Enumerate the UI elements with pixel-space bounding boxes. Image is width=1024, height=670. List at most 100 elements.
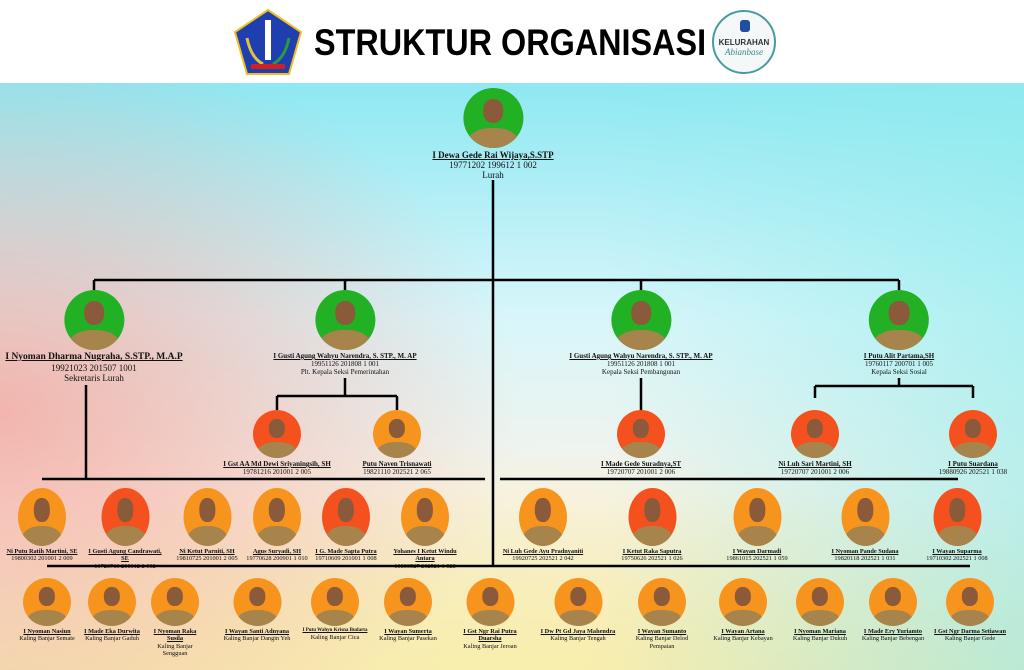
person-photo <box>933 488 981 546</box>
person-nip: 19810725 201001 2 005 <box>176 555 238 563</box>
person-photo <box>253 410 301 458</box>
person-photo <box>63 290 124 350</box>
person-nip: 19770628 200901 1 010 <box>246 555 308 563</box>
person-photo <box>869 578 917 626</box>
person-name: I Gst Ngr Rai Putra Duarsha <box>463 628 517 643</box>
person-photo <box>554 578 602 626</box>
person-name: I Wayan Artana <box>721 628 765 635</box>
person-role: Kaling Banjar Gede <box>944 635 996 643</box>
person-photo <box>628 488 676 546</box>
person-photo <box>23 578 71 626</box>
person-name: I Made Gede Suradnya,ST <box>600 460 682 468</box>
person-nip: 19720707 201001 2 006 <box>606 468 676 476</box>
person-name: Ni Putu Ratih Martini, SE <box>6 548 78 555</box>
person-photo <box>946 578 994 626</box>
person-role: Kaling Banjar Delod Pempatan <box>635 635 689 650</box>
person-photo <box>373 410 421 458</box>
person-name: I Putu Suardana <box>948 460 998 468</box>
person-photo <box>466 578 514 626</box>
person-name: I Gusti Agung Wahyu Narendra, S. STP., M… <box>569 352 713 360</box>
person-photo <box>151 578 199 626</box>
person-nip: 19821110 202521 2 065 <box>363 468 431 476</box>
person-nip: 19760117 200701 1 005 <box>864 360 933 368</box>
person-role: Kaling Banjar Cica <box>310 634 360 641</box>
person-nip: 19750626 202521 1 026 <box>621 555 683 563</box>
person-photo <box>315 290 375 350</box>
person-role: Kaling Banjar Gaduh <box>85 635 139 643</box>
person-photo <box>611 290 671 350</box>
person-nip: 19920725 202521 2 042 <box>512 555 574 563</box>
person-name: Ni Luh Sari Martini, SH <box>778 460 852 468</box>
person-photo <box>868 290 929 350</box>
badung-emblem-logo <box>233 8 303 76</box>
person-role: Kaling Banjar Jeroan <box>463 642 517 650</box>
person-photo <box>638 578 686 626</box>
person-name: Agus Suryadi, SH <box>252 548 302 555</box>
person-role: Kepala Seksi Pembangunan <box>601 368 681 376</box>
person-nip: 19710609 201001 1 008 <box>315 555 377 563</box>
person-photo <box>463 88 523 148</box>
person-role: Plt. Kepala Seksi Pemerintahan <box>300 368 390 376</box>
person-nip: 19951126 201808 1 001 <box>311 360 379 368</box>
person-nip: 19720707 201001 2 006 <box>780 468 850 476</box>
head-node: I Gusti Agung Wahyu Narendra, S. STP., M… <box>569 290 713 376</box>
person-photo <box>322 488 370 546</box>
person-role: Kaling Banjar Kebayan <box>713 635 773 643</box>
person-name: I Gst Ngr Darma Setiawan <box>934 628 1006 635</box>
person-name: I Putu Alit Partama,SH <box>863 352 935 360</box>
person-role: Kaling Banjar Dangin Yeh <box>223 635 291 643</box>
person-name: I Ketut Raka Saputra <box>622 548 682 555</box>
person-nip: 19951126 201808 1 001 <box>607 360 675 368</box>
header: STRUKTUR ORGANISASI KELURAHAN Abianbase <box>0 0 1024 83</box>
person-nip: 19880926 202521 1 038 <box>938 468 1008 476</box>
person-photo <box>617 410 665 458</box>
kelurahan-logo: KELURAHAN Abianbase <box>712 10 776 74</box>
person-name: I Gusti Agung Wahyu Narendra, S. STP., M… <box>273 352 417 360</box>
person-name: I Dw Pt Gd Jaya Mahendra <box>540 628 616 635</box>
person-role: Kaling Banjar Bebengan <box>861 635 925 643</box>
person-nip: 19771202 199612 1 002 <box>449 160 537 170</box>
person-name: I Gusti Agung Candrawati, SE <box>88 548 162 563</box>
person-nip: 19820118 202521 1 031 <box>834 555 896 563</box>
person-name: I Putu Wahyu Krisna Budarta <box>302 628 368 633</box>
person-role: Sekretaris Lurah <box>64 372 124 383</box>
person-role: Kepala Seksi Sosial <box>871 368 927 376</box>
person-nip: 19921023 201507 1001 <box>51 362 137 373</box>
person-name: I Made Eka Durwita <box>84 628 140 635</box>
person-photo <box>253 488 301 546</box>
person-photo <box>401 488 449 546</box>
connector-lines <box>42 180 975 568</box>
person-name: I G. Made Sapta Putra <box>315 548 377 555</box>
person-role: Lurah <box>482 170 504 180</box>
person-photo <box>733 488 781 546</box>
person-nip: 19800302 201001 2 009 <box>11 555 73 563</box>
person-role: Kaling Banjar Sengguan <box>157 642 193 657</box>
person-photo <box>949 410 997 458</box>
